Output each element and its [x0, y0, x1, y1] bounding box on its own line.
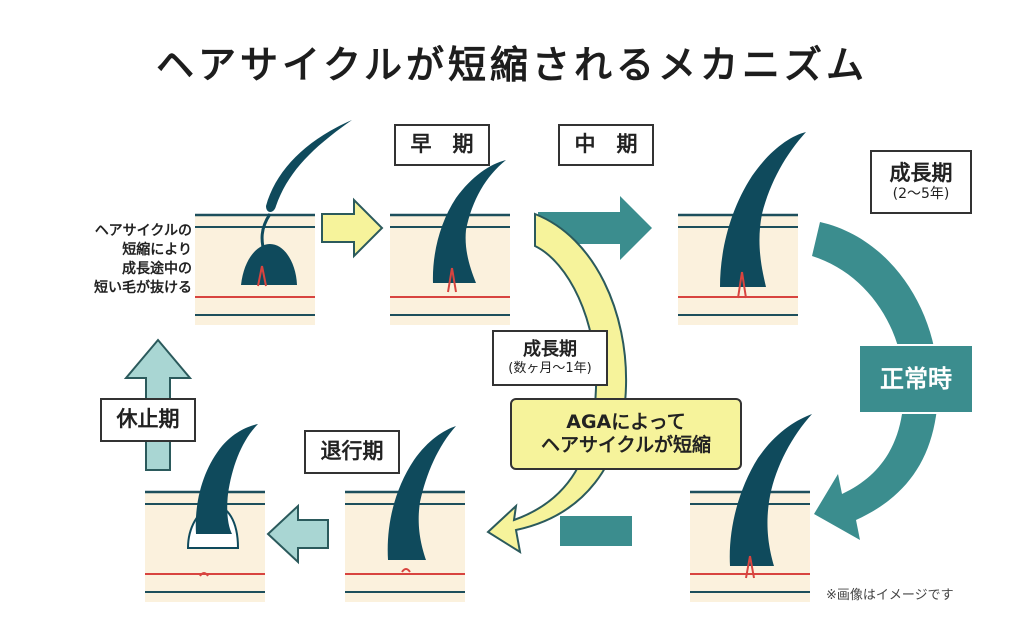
shedding-note: ヘアサイクルの 短縮により 成長途中の 短い毛が抜ける	[42, 222, 192, 298]
arrow-normal-cycle	[812, 222, 939, 540]
skin-panel-shedding	[193, 213, 317, 327]
shedding-note-line2: 短縮により	[122, 242, 192, 258]
skin-panel-early	[388, 160, 512, 327]
skin-panel-late-growth	[688, 414, 812, 604]
arrow-late-growth-to-regression	[560, 516, 632, 546]
stage-label-rest: 休止期	[100, 398, 196, 442]
aga-note-line1: AGAによって	[566, 411, 686, 434]
aga-note-line2: ヘアサイクルが短縮	[540, 434, 712, 456]
normal-cycle-label-text: 正常時	[880, 364, 952, 393]
stage-label-regression: 退行期	[304, 430, 400, 474]
stage-label-growth-aga-text: 成長期	[523, 339, 577, 361]
shedding-note-line3: 成長途中の	[122, 261, 192, 277]
stage-label-early-text: 早 期	[410, 132, 474, 157]
stage-label-middle: 中 期	[558, 124, 654, 166]
stage-label-growth-normal-subtext: (2〜5年)	[892, 186, 950, 203]
aga-note: AGAによって ヘアサイクルが短縮	[510, 398, 742, 470]
stage-label-growth-aga: 成長期 (数ヶ月〜1年)	[492, 330, 608, 386]
stage-label-growth-normal: 成長期 (2〜5年)	[870, 150, 972, 214]
stage-label-early: 早 期	[394, 124, 490, 166]
stage-label-rest-text: 休止期	[116, 407, 180, 432]
shedding-note-line4: 短い毛が抜ける	[94, 280, 192, 296]
skin-panel-regression	[343, 426, 467, 604]
skin-panel-resting	[143, 424, 267, 604]
skin-panel-middle	[676, 132, 806, 327]
normal-cycle-label: 正常時	[858, 344, 974, 414]
page-title: ヘアサイクルが短縮されるメカニズム	[155, 43, 869, 87]
stage-label-middle-text: 中 期	[574, 132, 638, 157]
stage-label-growth-normal-text: 成長期	[889, 161, 953, 185]
stage-label-regression-text: 退行期	[320, 439, 384, 464]
arrow-shedding-to-early	[321, 197, 384, 259]
disclaimer: ※画像はイメージです	[826, 588, 954, 603]
shedding-note-line1: ヘアサイクルの	[94, 223, 192, 239]
arrow-regression-to-resting	[266, 503, 329, 565]
falling-hair-icon	[266, 120, 352, 212]
stage-label-growth-aga-subtext: (数ヶ月〜1年)	[508, 361, 592, 376]
